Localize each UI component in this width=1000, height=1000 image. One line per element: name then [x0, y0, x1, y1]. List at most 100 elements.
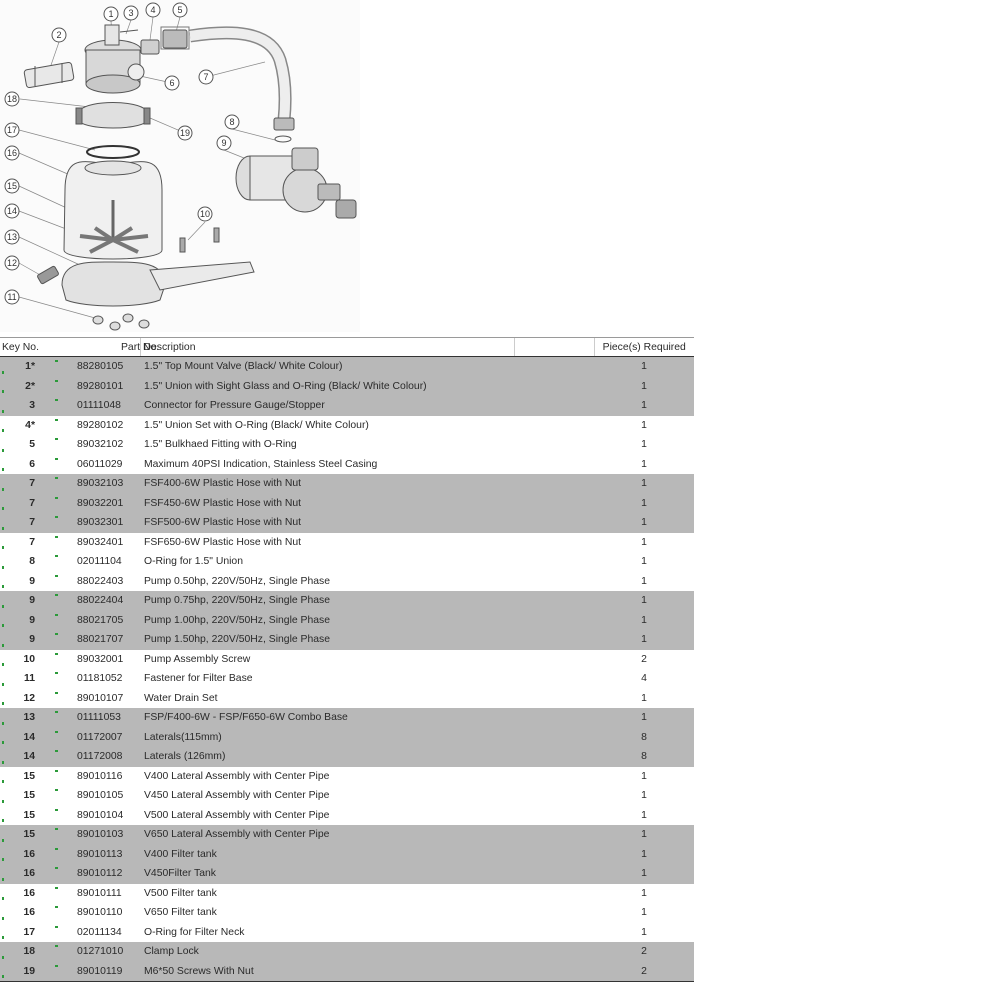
- pieces-required-cell: 1: [594, 844, 694, 864]
- part-no-cell: 89010111: [41, 884, 140, 904]
- blank-cell: [514, 572, 594, 592]
- blank-cell: [514, 591, 594, 611]
- callout-4: 4: [145, 2, 161, 18]
- description-cell: 1.5" Top Mount Valve (Black/ White Colou…: [140, 356, 514, 377]
- description-cell: V450 Lateral Assembly with Center Pipe: [144, 790, 330, 802]
- description-cell: 1.5" Union with Sight Glass and O-Ring (…: [140, 376, 514, 396]
- part-no-cell: 89010104: [41, 806, 140, 826]
- part-no-cell: 02011134: [41, 923, 140, 943]
- blank-cell: [514, 376, 594, 396]
- blank-cell: [514, 493, 594, 513]
- pieces-required-cell: 1: [594, 708, 694, 728]
- key-no-cell: 9: [0, 630, 41, 650]
- description-cell: FSF400-6W Plastic Hose with Nut: [140, 474, 514, 494]
- header-pieces-required: Piece(s) Required: [593, 337, 694, 357]
- pieces-required-cell: 1: [594, 513, 694, 533]
- svg-text:16: 16: [7, 148, 17, 158]
- svg-text:13: 13: [7, 232, 17, 242]
- callout-19: 19: [177, 125, 193, 141]
- description-cell: Laterals(115mm): [140, 727, 514, 747]
- part-no-cell: 89032401: [41, 533, 140, 553]
- svg-text:1: 1: [108, 9, 113, 19]
- callout-5: 5: [172, 2, 188, 18]
- svg-text:7: 7: [203, 72, 208, 82]
- callout-10: 10: [197, 206, 213, 222]
- part-no-cell: 89010112: [41, 864, 140, 884]
- svg-text:14: 14: [7, 206, 17, 216]
- blank-cell: [514, 747, 594, 767]
- part-no-cell: 01172008: [41, 747, 140, 767]
- description-cell: Connector for Pressure Gauge/Stopper: [140, 396, 514, 416]
- part-no-cell: 88021707: [41, 630, 140, 650]
- key-no-cell: 10: [0, 650, 41, 670]
- key-no-cell: 16: [0, 903, 41, 923]
- blank-cell: [514, 455, 594, 475]
- description-cell: FSF650-6W Plastic Hose with Nut: [144, 536, 302, 548]
- part-no-cell: 89010119: [41, 961, 140, 982]
- callout-17: 17: [4, 122, 20, 138]
- pieces-required-cell: 1: [594, 610, 694, 630]
- pieces-required-cell: 1: [594, 591, 694, 611]
- header-part-no: Part No.: [41, 337, 159, 357]
- part-no-cell: 01271010: [41, 942, 140, 962]
- pieces-required-cell: 1: [641, 809, 647, 821]
- description-cell: Pump 1.50hp, 220V/50Hz, Single Phase: [140, 630, 514, 650]
- part-no-cell: 01111053: [41, 708, 140, 728]
- blank-cell: [514, 689, 594, 709]
- part-no-cell: 06011029: [41, 455, 140, 475]
- table-header-row: Key No. Part No. Description Piece(s) Re…: [0, 337, 694, 357]
- description-cell: O-Ring for 1.5" Union: [144, 556, 243, 568]
- part-no-cell: 88022404: [41, 591, 140, 611]
- blank-cell: [514, 727, 594, 747]
- callout-9: 9: [216, 135, 232, 151]
- svg-text:3: 3: [128, 8, 133, 18]
- part-no-cell: 89010110: [41, 903, 140, 923]
- pieces-required-cell: 1: [594, 396, 694, 416]
- key-no-cell: 7: [0, 513, 41, 533]
- pieces-required-cell: 1: [641, 575, 647, 587]
- pieces-required-cell: 1: [641, 419, 647, 431]
- description-cell: V500 Lateral Assembly with Center Pipe: [144, 809, 330, 821]
- key-no-cell: 9: [0, 610, 41, 630]
- callout-1: 1: [103, 6, 119, 22]
- callout-3: 3: [123, 5, 139, 21]
- blank-cell: [514, 610, 594, 630]
- pieces-required-cell: 1: [594, 493, 694, 513]
- key-no-cell: 9: [0, 591, 41, 611]
- part-no-cell: 89032001: [41, 650, 140, 670]
- description-cell: Pump 0.50hp, 220V/50Hz, Single Phase: [144, 575, 331, 587]
- key-no-cell: 1*: [0, 356, 41, 377]
- blank-cell: [514, 630, 594, 650]
- exploded-parts-diagram: 1 2 3 4 5 6 7 8 9 10 11 12 13 14 15 16 1…: [0, 0, 360, 332]
- key-no-cell: 7: [0, 493, 41, 513]
- blank-cell: [514, 961, 594, 982]
- pieces-required-cell: 2: [594, 942, 694, 962]
- key-no-cell: 15: [0, 806, 41, 826]
- callout-8: 8: [224, 114, 240, 130]
- key-no-cell: 12: [0, 689, 41, 709]
- key-no-cell: 6: [0, 455, 41, 475]
- key-no-cell: 16: [0, 884, 41, 904]
- description-cell: Pump 1.00hp, 220V/50Hz, Single Phase: [140, 610, 514, 630]
- pieces-required-cell: 1: [594, 356, 694, 377]
- header-description: Description: [139, 337, 514, 357]
- callout-2: 2: [51, 27, 67, 43]
